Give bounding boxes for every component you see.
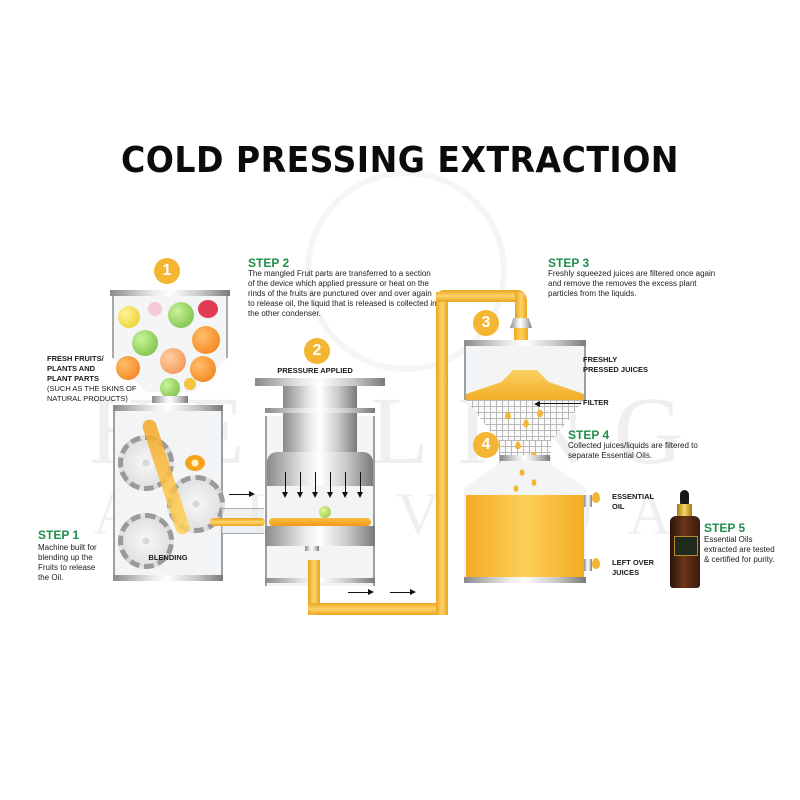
droplet-icon: [592, 492, 600, 503]
juice-pipe: [436, 290, 526, 302]
arrow-down-icon: [312, 472, 318, 498]
arrow-down-icon: [282, 472, 288, 498]
pressure-applied-label: PRESSURE APPLIED: [277, 366, 353, 375]
arrow-right-icon: [229, 491, 255, 497]
nozzle: [510, 318, 532, 328]
arrow-down-icon: [297, 472, 303, 498]
collection-tank: [464, 455, 592, 585]
juice-flow: [210, 518, 265, 526]
step-badge-4: 4: [473, 432, 499, 458]
step-4-heading: STEP 4: [568, 428, 610, 442]
watermark-logo-circle: [305, 170, 507, 372]
arrow-down-icon: [357, 472, 363, 498]
step-badge-3: 3: [473, 310, 499, 336]
juice-pipe: [436, 292, 448, 615]
arrow-right-icon: [348, 589, 374, 595]
left-over-juices-label: LEFT OVER JUICES: [612, 558, 655, 577]
blender-machine: BLENDING: [113, 405, 225, 583]
arrow-left-icon: [538, 403, 581, 404]
step-1-heading: STEP 1: [38, 528, 80, 542]
arrow-down-icon: [342, 472, 348, 498]
page-title: COLD PRESSING EXTRACTION: [120, 140, 679, 181]
step-5-text: Essential Oils extracted are tested & ce…: [704, 535, 775, 564]
juice-pipe: [308, 603, 448, 615]
arrow-down-icon: [327, 472, 333, 498]
droplet-icon: [592, 558, 600, 569]
fruit-hopper-icon: [110, 290, 230, 405]
step-badge-2: 2: [304, 338, 330, 364]
step-3-heading: STEP 3: [548, 256, 590, 270]
juice-pipe: [308, 560, 320, 615]
step-3-text: Freshly squeezed juices are filtered onc…: [548, 269, 716, 298]
arrow-right-icon: [390, 589, 416, 595]
gear-icon: [118, 513, 174, 569]
filter-label: FILTER: [583, 398, 609, 407]
step-5-heading: STEP 5: [704, 521, 746, 535]
dropper-bottle-icon: [668, 490, 702, 590]
step-badge-1: 1: [154, 258, 180, 284]
step-4-text: Collected juices/liquids are filtered to…: [568, 441, 698, 460]
blending-label: BLENDING: [148, 553, 188, 562]
fresh-fruits-label: FRESH FRUITS/ PLANTS AND PLANT PARTS: [47, 354, 104, 383]
press-machine: [255, 378, 385, 588]
freshly-pressed-label: FRESHLY PRESSED JUICES: [583, 355, 649, 374]
step-2-text: The mangled Fruit parts are transferred …: [248, 269, 437, 318]
fresh-fruits-sublabel: (SUCH AS THE SKINS OF NATURAL PRODUCTS): [47, 384, 137, 403]
step-1-text: Machine built for blending up the Fruits…: [38, 543, 97, 582]
juice-pipe: [515, 292, 527, 320]
essential-oil-label: ESSENTIAL OIL: [612, 492, 654, 511]
step-2-heading: STEP 2: [248, 256, 290, 270]
